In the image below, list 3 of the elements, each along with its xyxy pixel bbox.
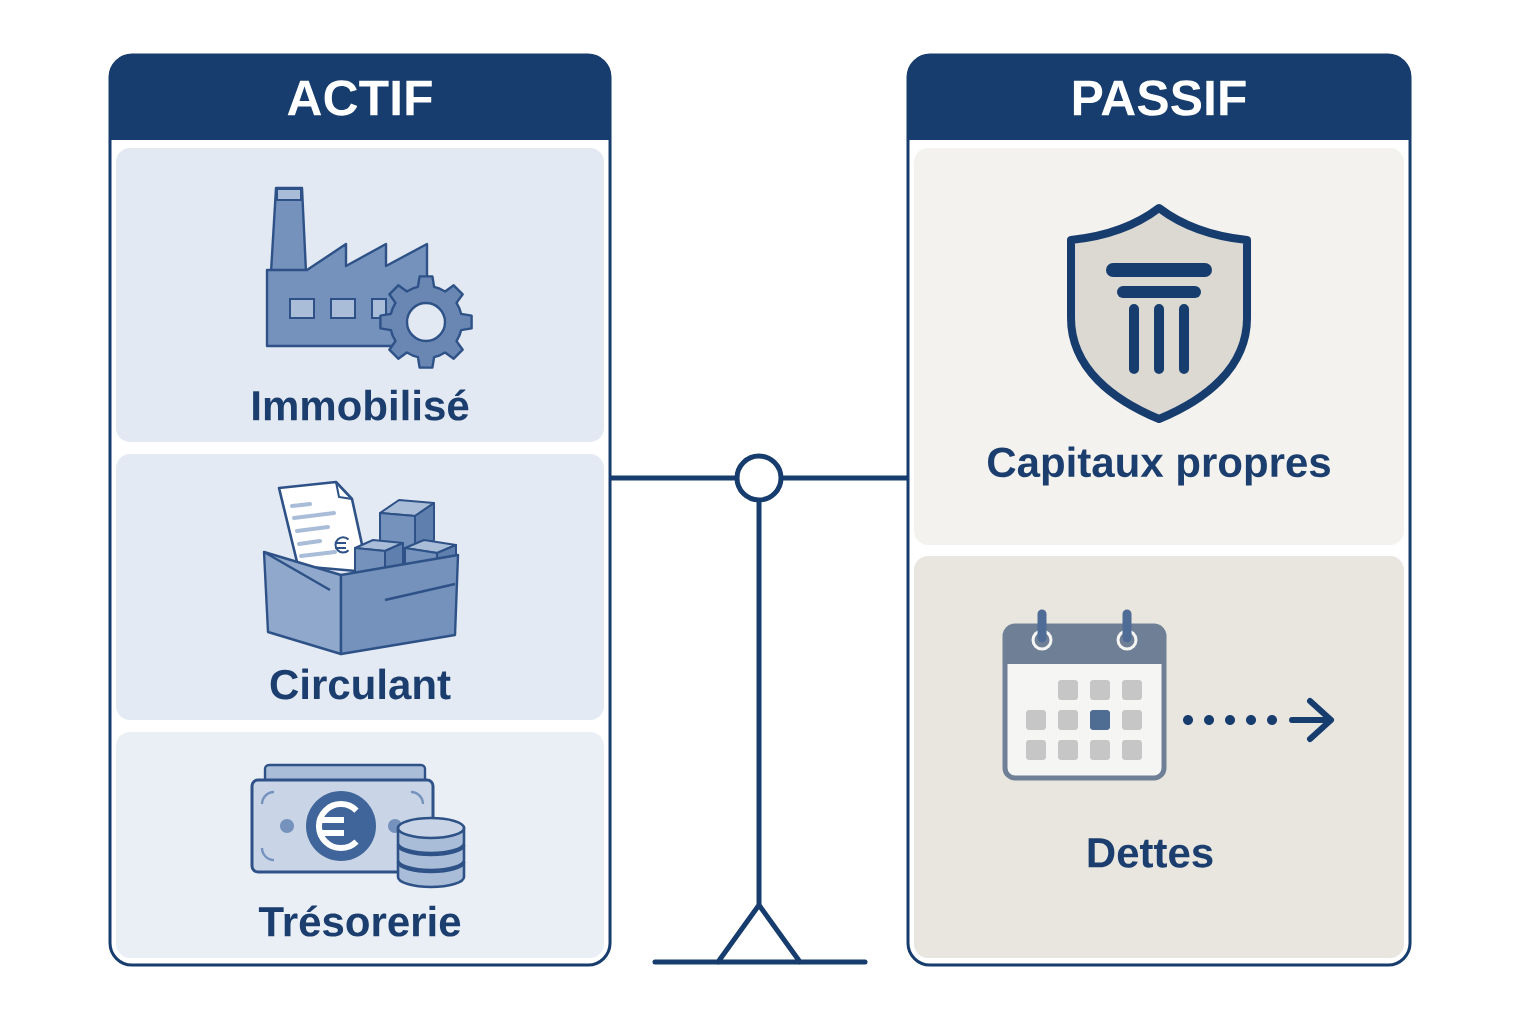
- pivot-circle: [734, 453, 784, 503]
- beam-line: [781, 475, 908, 481]
- beam-line: [610, 475, 737, 481]
